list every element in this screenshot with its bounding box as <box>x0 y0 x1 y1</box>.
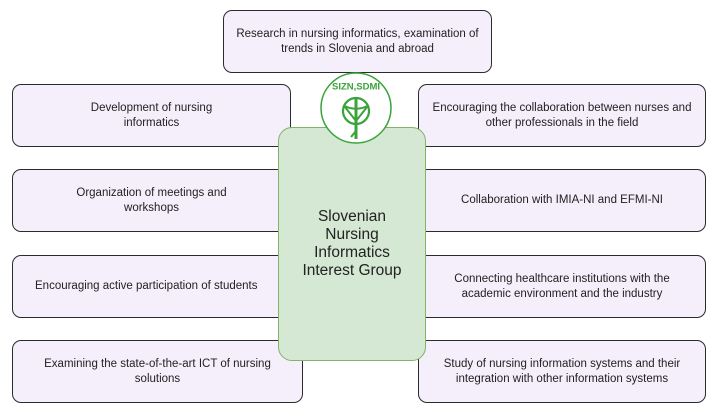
left-box-students-text: Encouraging active participation of stud… <box>35 280 258 292</box>
top-box-text: Research in nursing informatics, examina… <box>236 27 479 55</box>
left-box-meetings: Organization of meetings and workshops <box>12 169 291 232</box>
center-group-box: Slovenian Nursing Informatics Interest G… <box>278 127 426 361</box>
sizn-sdmi-logo: SIZN,SDMI <box>320 72 392 144</box>
left-box-students: Encouraging active participation of stud… <box>12 255 291 318</box>
right-box-imia-efmi: Collaboration with IMIA-NI and EFMI-NI <box>418 169 706 232</box>
right-box-healthcare-academia: Connecting healthcare institutions with … <box>418 255 706 318</box>
nursing-emblem-icon <box>341 96 371 139</box>
right-box-information-systems: Study of nursing information systems and… <box>418 340 706 403</box>
right-box-imia-efmi-text: Collaboration with IMIA-NI and EFMI-NI <box>461 194 663 206</box>
right-box-healthcare-academia-text: Connecting healthcare institutions with … <box>454 272 670 300</box>
right-box-information-systems-text: Study of nursing information systems and… <box>443 358 681 385</box>
left-box-development-text: Development of nursing informatics <box>90 101 213 129</box>
top-box: Research in nursing informatics, examina… <box>223 10 492 73</box>
logo-text: SIZN,SDMI <box>332 82 380 93</box>
left-box-ict: Examining the state-of-the-art ICT of nu… <box>12 340 303 403</box>
center-group-label: Slovenian Nursing Informatics Interest G… <box>302 208 402 279</box>
left-box-development: Development of nursing informatics <box>12 84 291 147</box>
left-box-ict-text: Examining the state-of-the-art ICT of nu… <box>44 358 271 385</box>
right-box-collaboration-nurses: Encouraging the collaboration between nu… <box>418 84 706 147</box>
right-box-collaboration-nurses-text: Encouraging the collaboration between nu… <box>432 101 692 129</box>
left-box-meetings-text: Organization of meetings and workshops <box>76 186 227 214</box>
